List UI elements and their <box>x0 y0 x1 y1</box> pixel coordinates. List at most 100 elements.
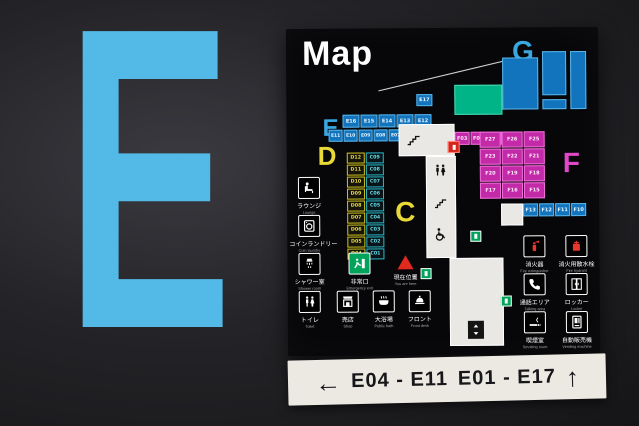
stairs-icon <box>407 135 420 146</box>
room: E10 <box>343 129 358 142</box>
room-range-b: E01 - E17 <box>457 365 557 390</box>
legend-smoking-room: 喫煙室 Smoking room <box>514 311 556 349</box>
legend-lounge: ラウンジ Lounge <box>289 176 329 215</box>
legend-current-location: 現在位置 You are here <box>385 252 425 286</box>
room: D11 <box>346 164 365 176</box>
room-range-a: E04 - E11 <box>350 367 449 393</box>
room: C08 <box>365 164 384 176</box>
room: C09 <box>365 152 384 164</box>
legend-label: トイレ <box>300 317 319 324</box>
room: F23 <box>479 148 501 165</box>
room: F13 <box>523 203 539 217</box>
stairs-icon <box>434 199 447 209</box>
room: D07 <box>347 212 366 224</box>
legend-emergency-exit: 非常口 Emergency exit <box>339 252 379 290</box>
legend-public-bath: 大浴場 Public bath <box>364 290 404 328</box>
room-row-f-blue: F13 F12 F11 F10 <box>523 203 587 217</box>
emergency-exit-marker <box>500 295 512 307</box>
corridor-area <box>425 155 457 259</box>
teal-room-block <box>454 84 503 115</box>
legend-shower: シャワー室 Shower room <box>289 252 329 291</box>
legend-label: ラウンジ <box>297 203 322 211</box>
legend-label: 消火用散水栓 <box>558 261 595 269</box>
current-location-icon <box>397 255 414 270</box>
legend-sublabel: Shop <box>343 324 353 329</box>
wheelchair-icon <box>435 228 446 241</box>
room: F22 <box>501 148 523 165</box>
legend-label: 売店 <box>341 317 354 324</box>
room: F12 <box>539 203 555 217</box>
room: D10 <box>346 176 365 188</box>
room: F11 <box>555 203 571 217</box>
legend-label: 喫煙室 <box>526 338 545 345</box>
room: E11 <box>328 129 343 142</box>
room: F16 <box>501 182 524 199</box>
left-arrow-icon: ← <box>314 366 342 398</box>
emergency-exit-marker <box>470 230 482 242</box>
legend-sublabel: You are here <box>394 281 417 286</box>
room: C02 <box>366 236 385 248</box>
front-desk-icon <box>415 295 425 305</box>
legend-label: コインランドリー <box>289 241 338 249</box>
room: D08 <box>347 200 366 212</box>
legend-talking-area: 通話エリア Talking area <box>514 273 556 311</box>
elevator-icon <box>467 320 485 339</box>
zone-label-d: D <box>317 140 337 171</box>
room: F19 <box>501 165 523 182</box>
room: F18 <box>523 165 545 182</box>
legend-toilet: トイレ Toilet <box>290 290 330 329</box>
room: C07 <box>365 176 384 188</box>
fire-hydrant-icon <box>572 240 580 251</box>
zone-label-f: F <box>562 147 581 179</box>
phone-icon <box>529 279 540 290</box>
room-row-f-grid-4: F17 F16 F15 <box>479 182 546 199</box>
map-title: Map <box>301 34 374 73</box>
room-e17: E17 <box>416 94 433 107</box>
room-row-f-grid-3: F20 F19 F18 <box>479 165 545 182</box>
legend-sublabel: Vending machine <box>562 344 592 349</box>
room: F27 <box>479 131 501 148</box>
fire-extinguisher-icon <box>532 240 540 252</box>
room: D06 <box>347 224 366 236</box>
wall-letter-e: E <box>66 0 233 419</box>
legend-front-desk: フロント Front desk <box>400 290 440 328</box>
legend-label: 非常口 <box>350 279 369 286</box>
room: F10 <box>571 203 587 217</box>
smoking-icon <box>529 317 541 326</box>
toilet-icon <box>305 296 315 307</box>
shop-icon <box>343 296 353 307</box>
room: E08 <box>373 129 388 142</box>
room: C03 <box>366 224 385 236</box>
room: C04 <box>366 212 385 224</box>
legend-label: 通話エリア <box>519 300 550 307</box>
legend-label: 自動販売機 <box>562 337 593 345</box>
room: E09 <box>358 129 373 142</box>
legend-label: 現在位置 <box>393 275 418 282</box>
lounge-icon <box>304 182 314 194</box>
bath-icon <box>379 295 389 305</box>
locker-icon <box>571 278 582 290</box>
legend-label: シャワー室 <box>294 279 325 287</box>
zone-g-block <box>502 57 539 110</box>
room: C06 <box>365 188 385 200</box>
room-row-f-grid-1: F27 F26 F25 <box>479 131 545 148</box>
legend-label: 消火器 <box>525 262 544 269</box>
vending-machine-icon <box>572 315 582 329</box>
legend-fire-hydrant: 消火用散水栓 Fire hydrant <box>555 234 597 273</box>
legend-vending-machine: 自動販売機 Vending machine <box>556 310 598 349</box>
room: F26 <box>501 131 523 148</box>
room: E16 <box>342 114 360 128</box>
legend-locker: ロッカー Locker <box>556 272 598 311</box>
legend-shop: 売店 Shop <box>328 290 368 329</box>
room: D09 <box>346 188 366 200</box>
shower-icon <box>306 258 313 269</box>
legend-fire-extinguisher: 消火器 Fire extinguisher <box>513 235 555 273</box>
legend-coin-laundry: コインランドリー Coin laundry <box>289 214 338 253</box>
legend-sublabel: Smoking room <box>522 344 548 350</box>
corridor-area <box>501 203 524 226</box>
legend-sublabel: Toilet <box>305 324 315 329</box>
room: D05 <box>347 236 366 248</box>
direction-sign: ← E04 - E11 E01 - E17 ↑ <box>287 353 607 406</box>
